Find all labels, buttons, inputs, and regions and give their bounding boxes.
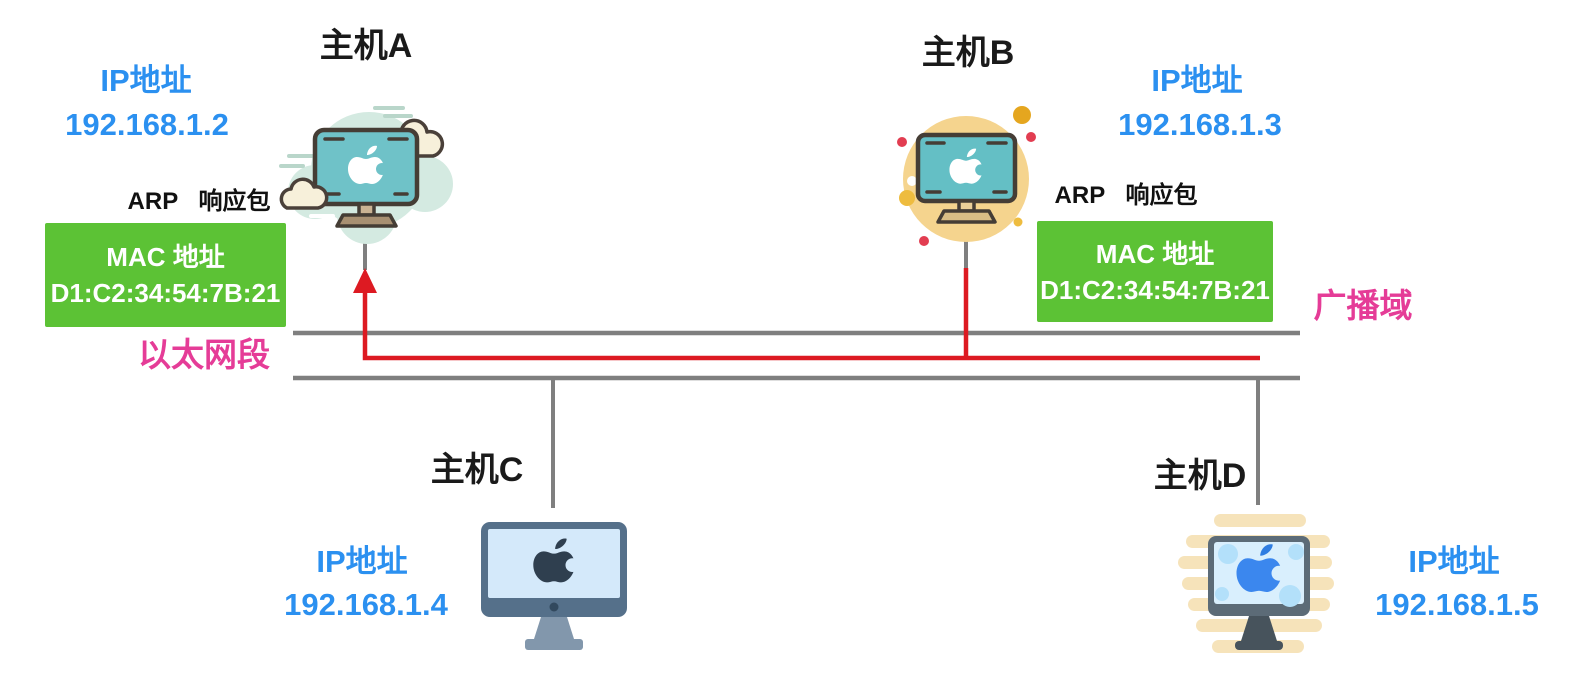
arp-packet-b-mac-value: D1:C2:34:54:7B:21 [1040, 274, 1270, 305]
monitor [312, 127, 420, 228]
host-c-ip-address: 192.168.1.4 [284, 587, 448, 622]
cloud-bottom-left-icon [279, 177, 329, 210]
host-d-ip-address: 192.168.1.5 [1375, 587, 1539, 622]
host-c-computer-icon [481, 522, 627, 650]
host-d-name-label: 主机D [1153, 457, 1247, 495]
host-a-computer-icon [279, 106, 453, 244]
monitor-stand-neck [534, 617, 574, 639]
screen-dashes [925, 141, 1008, 194]
arp-packet-a-box: MAC 地址 D1:C2:34:54:7B:21 [45, 223, 286, 327]
host-b-ip-address: 192.168.1.3 [1118, 107, 1282, 142]
host-b-ip-title: IP地址 [1151, 63, 1243, 98]
apple-logo-icon [533, 538, 580, 583]
arp-path-horizontal-segment [362, 290, 1260, 361]
host-a-ip-address: 192.168.1.2 [65, 107, 229, 142]
monitor-stand-base [335, 213, 398, 228]
host-c-name-label: 主机C [430, 451, 524, 489]
arp-packet-a-mac-value: D1:C2:34:54:7B:21 [50, 278, 281, 308]
arp-packet-a-mac-label: MAC 地址 [106, 242, 225, 272]
host-c-ip-title: IP地址 [316, 544, 408, 579]
host-b-computer-icon [897, 106, 1036, 246]
monitor [915, 132, 1018, 224]
host-d-computer-icon [1178, 514, 1334, 653]
monitor-stand-neck [1241, 616, 1277, 641]
arp-packet-b-mac-label: MAC 地址 [1095, 238, 1215, 269]
screen-highlights [1215, 544, 1304, 607]
arp-packet-b-title: ARP 响应包 [1054, 182, 1198, 209]
arp-path-arrowhead-up-icon [353, 268, 377, 293]
ethernet-segment-label: 以太网段 [138, 336, 270, 373]
monitor-stand-base [525, 639, 583, 650]
monitor-stand-base [936, 209, 997, 224]
broadcast-domain-label: 广播域 [1313, 287, 1413, 324]
host-b-name-label: 主机B [921, 34, 1015, 72]
apple-logo-icon [348, 145, 388, 184]
camera-dot [549, 602, 559, 612]
arp-packet-b-box: MAC 地址 D1:C2:34:54:7B:21 [1037, 221, 1273, 322]
host-a-ip-title: IP地址 [100, 63, 192, 98]
arp-packet-a-title: ARP 响应包 [127, 188, 271, 215]
host-d-ip-title: IP地址 [1408, 544, 1500, 579]
decorative-dots [897, 106, 1036, 246]
apple-logo-icon [1236, 544, 1287, 592]
monitor-stand-base [1235, 641, 1283, 650]
host-a-name-label: 主机A [319, 27, 413, 65]
apple-logo-icon [949, 148, 987, 184]
